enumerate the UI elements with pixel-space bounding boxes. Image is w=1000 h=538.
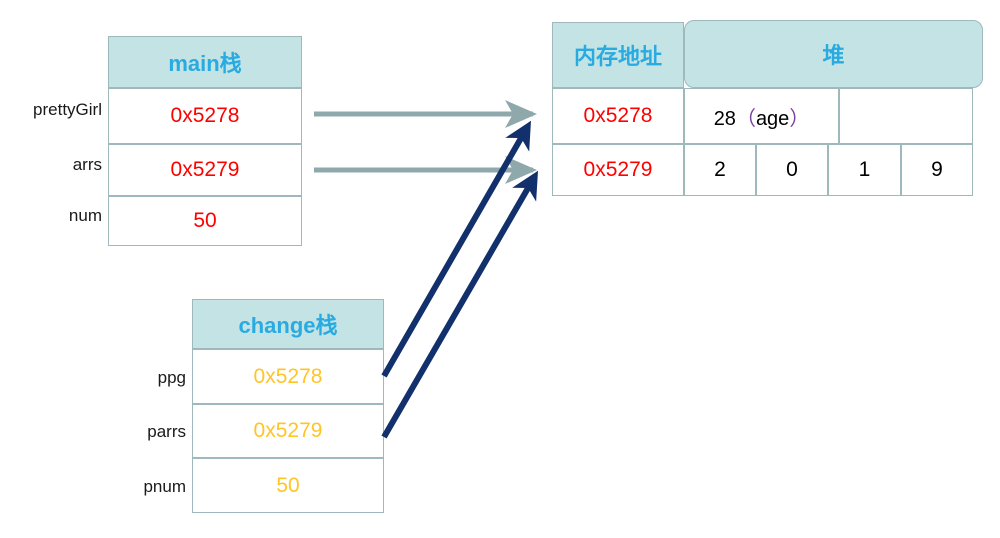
heap-cell-empty — [839, 88, 973, 144]
change-stack-label-parrs: parrs — [147, 422, 186, 441]
change-stack-value-pnum: 50 — [192, 458, 384, 513]
change-stack-header: change栈 — [192, 299, 384, 349]
main-stack-label-num: num — [68, 206, 102, 225]
heap-address-0x5279: 0x5279 — [552, 144, 684, 196]
main-stack-label-arrs: arrs — [72, 155, 102, 174]
arrow-change-parrs — [381, 170, 539, 439]
heap-array-cell-2: 1 — [828, 144, 901, 196]
main-stack-label-prettygirl: prettyGirl — [33, 100, 102, 119]
change-stack-value-parrs: 0x5279 — [192, 404, 384, 458]
main-stack-value-prettygirl: 0x5278 — [108, 88, 302, 144]
change-stack-value-ppg: 0x5278 — [192, 349, 384, 404]
heap-cell-age: 28（age） — [684, 88, 839, 144]
heap-header: 堆 — [684, 20, 983, 88]
heap-array-cell-3: 9 — [901, 144, 973, 196]
heap-address-header: 内存地址 — [552, 22, 684, 88]
heap-array-cell-1: 0 — [756, 144, 828, 196]
main-stack-value-num: 50 — [108, 196, 302, 246]
arrow-change-ppg — [381, 120, 531, 378]
main-stack-value-arrs: 0x5279 — [108, 144, 302, 196]
main-stack-header: main栈 — [108, 36, 302, 88]
heap-array-cell-0: 2 — [684, 144, 756, 196]
heap-cell-age-text: 28（age） — [713, 107, 810, 130]
change-stack-label-ppg: ppg — [157, 368, 186, 387]
heap-address-0x5278: 0x5278 — [552, 88, 684, 144]
change-stack-label-pnum: pnum — [143, 477, 186, 496]
